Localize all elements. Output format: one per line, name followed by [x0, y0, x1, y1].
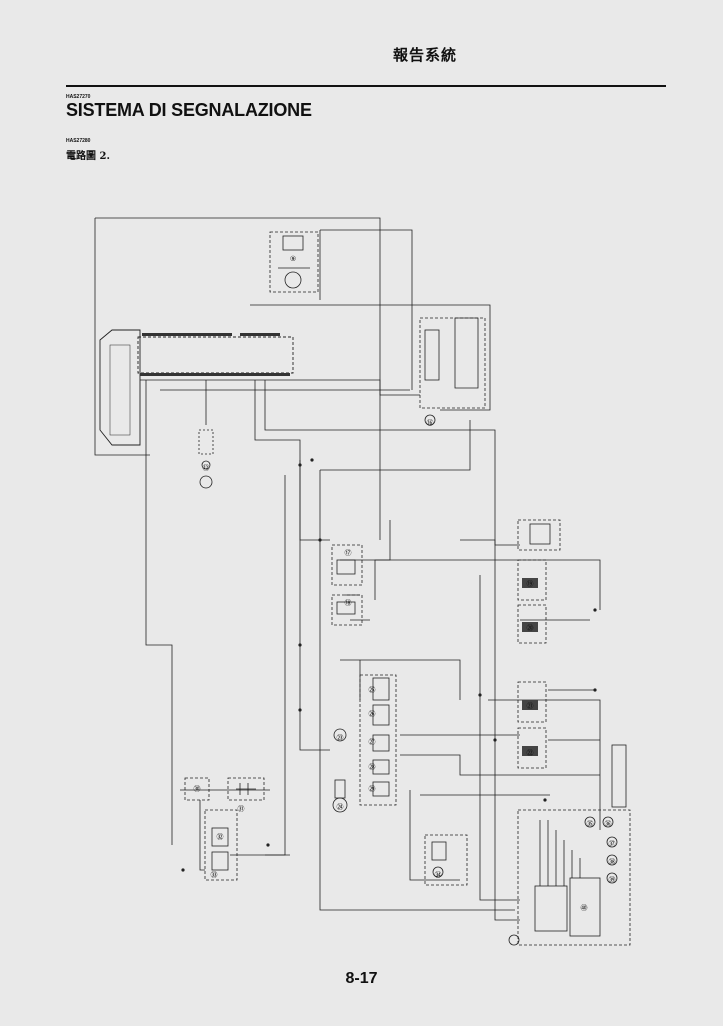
subsection-title: 電路圖 2. — [66, 151, 110, 162]
callout-label: ㉞ — [435, 871, 442, 879]
callout-label: ㊳ — [609, 858, 616, 866]
callout-label: ㉝ — [211, 871, 218, 879]
callout-label: ㉗ — [369, 738, 376, 746]
meter-box — [269, 231, 319, 293]
meter-assembly — [517, 809, 631, 946]
wire-vert-b — [299, 460, 330, 751]
ecu-connector — [99, 329, 141, 446]
wire-mid3 — [264, 380, 520, 546]
callout-label: ㊴ — [609, 876, 616, 884]
lamp-2 — [517, 604, 547, 644]
controller-block — [419, 317, 486, 409]
callout-label: ㊲ — [609, 840, 616, 848]
callout-label: ㉑ — [527, 702, 534, 710]
lamp-1 — [517, 559, 547, 601]
callout-label: ㉚ — [194, 785, 201, 793]
callout-label: ㊵ — [581, 904, 588, 912]
wire-lower — [400, 734, 600, 776]
callout-label: ⑱ — [345, 599, 352, 607]
subsection-code: HAS27280 — [66, 138, 91, 144]
callout-label: ⑳ — [527, 624, 534, 632]
wire-top — [250, 229, 491, 411]
page-number: 8-17 — [345, 970, 378, 987]
callout-label: ㊱ — [605, 820, 612, 828]
callout-label: ㉛ — [238, 805, 245, 813]
callout-label: ⑯ — [427, 419, 434, 427]
callout-label: ㉙ — [369, 785, 376, 793]
callout-label: ㉖ — [369, 710, 376, 718]
wire-bottom — [180, 789, 290, 871]
wire-right-4 — [548, 689, 600, 741]
wire-mid4 — [374, 559, 601, 621]
wire-right-3 — [488, 699, 601, 830]
battery — [227, 777, 265, 801]
wire-outer — [94, 217, 381, 540]
callout-label: ㉘ — [369, 763, 376, 771]
switch-b — [331, 594, 363, 626]
callout-label: ㉜ — [217, 833, 224, 841]
lamp-3 — [517, 681, 547, 723]
section-code: HAS27270 — [66, 94, 91, 100]
wire-mid2 — [254, 380, 330, 541]
wire-vert-c — [319, 420, 515, 911]
wire-ecu-bus — [140, 379, 420, 396]
wire-right-2 — [479, 575, 520, 901]
callout-label: ㉓ — [337, 734, 344, 742]
callout-label: ㉒ — [527, 749, 534, 757]
wire-right-bus — [460, 539, 520, 921]
relay-stack — [359, 674, 397, 806]
lamp-4 — [517, 727, 547, 769]
ecu-unit — [137, 336, 294, 374]
callout-label: ㉟ — [587, 820, 594, 828]
callout-label: ㉕ — [369, 686, 376, 694]
switch-a — [331, 544, 363, 586]
section-title: SISTEMA DI SEGNALAZIONE — [66, 100, 312, 120]
callout-label: ⑲ — [527, 580, 534, 588]
main-switch — [204, 809, 238, 881]
wire-vert-a — [265, 475, 286, 856]
header-rule — [66, 85, 666, 87]
wire-left-drop — [145, 380, 173, 845]
callout-label: ⑰ — [345, 549, 352, 557]
callout-label: ㉔ — [337, 803, 344, 811]
callout-label: ⑨ — [290, 255, 296, 263]
callout-label: ⑫ — [203, 464, 210, 472]
wire-lower-2 — [409, 790, 460, 881]
header-title: 報告系統 — [392, 46, 457, 64]
